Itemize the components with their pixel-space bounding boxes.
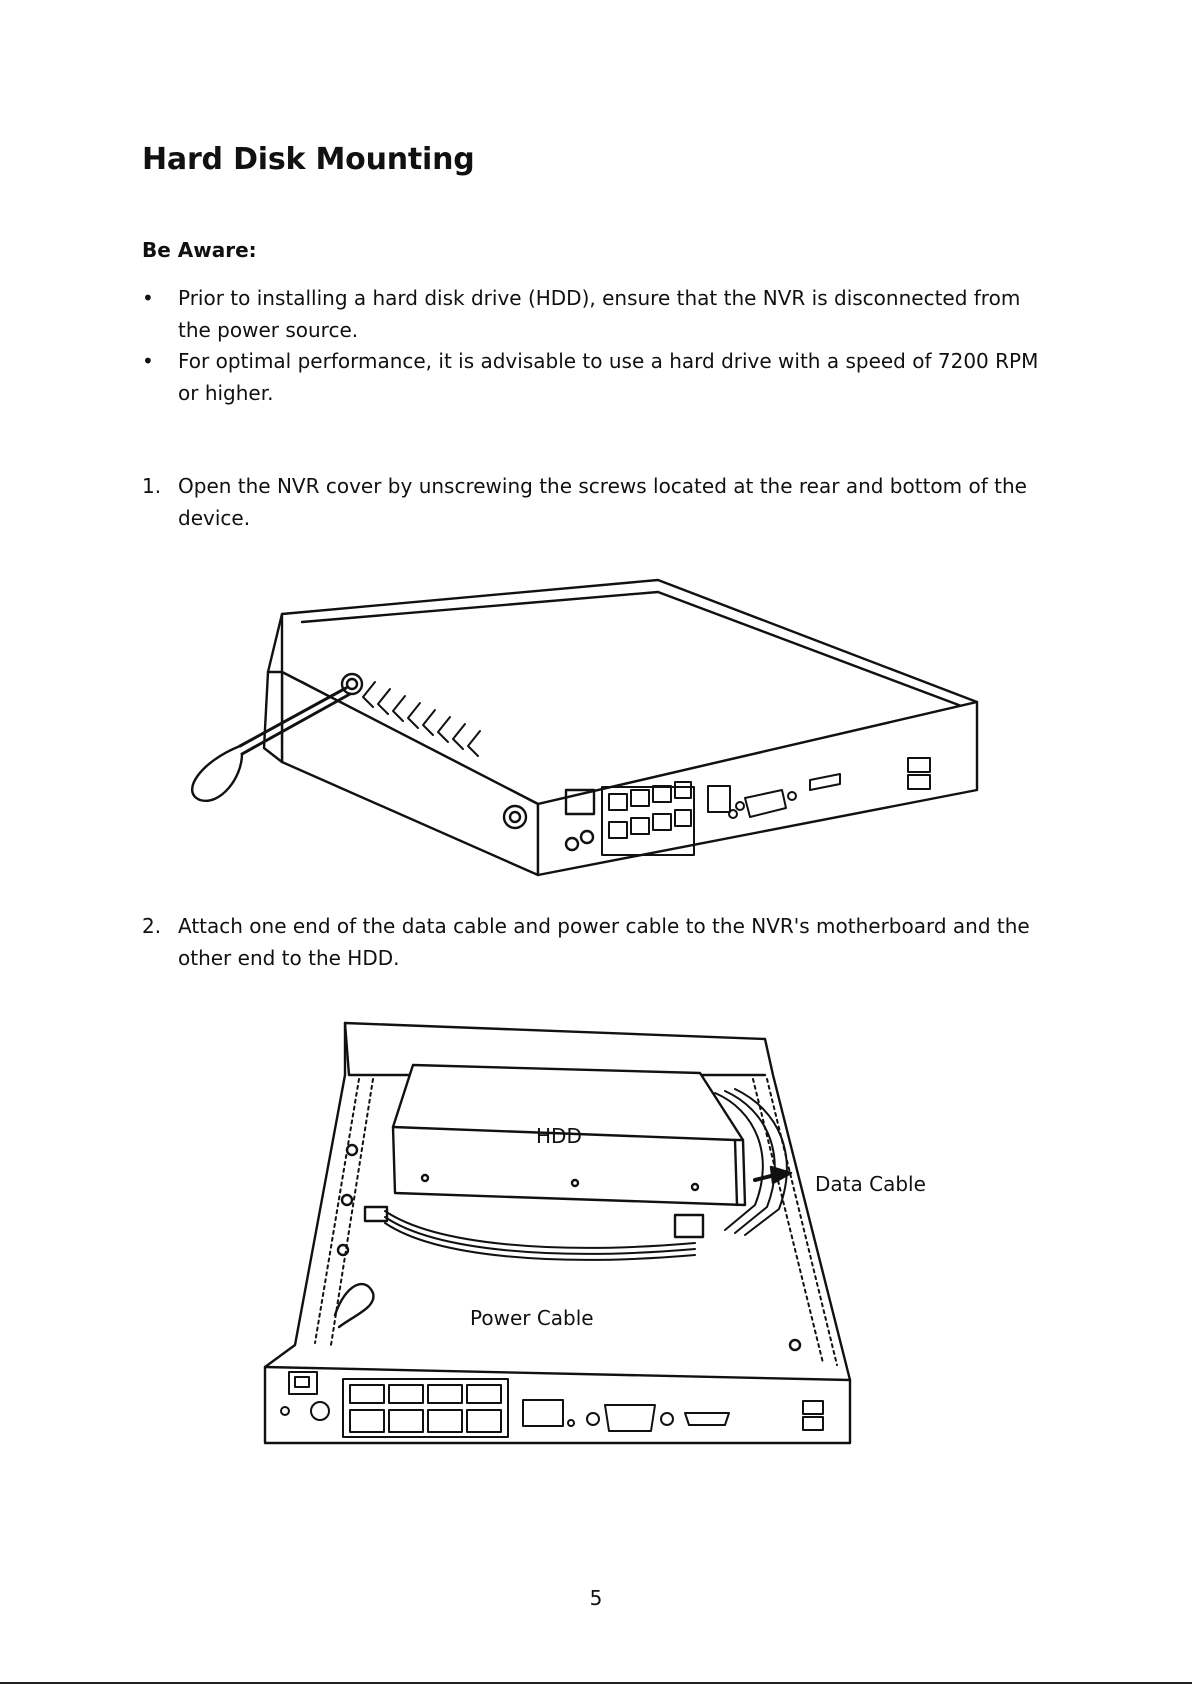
bullet-text: Prior to installing a hard disk drive (H… — [178, 286, 1021, 342]
bullet-text: For optimal performance, it is advisable… — [178, 349, 1039, 405]
page-title: Hard Disk Mounting — [142, 142, 475, 177]
bullet-item: • For optimal performance, it is advisab… — [142, 346, 1042, 409]
step-2: 2. Attach one end of the data cable and … — [142, 911, 1042, 974]
data-cable-label: Data Cable — [815, 1172, 926, 1196]
hdd-label: HDD — [536, 1124, 582, 1148]
step-number: 2. — [142, 914, 162, 938]
hdd-cable-connection-illustration — [263, 1021, 852, 1445]
step-text: Attach one end of the data cable and pow… — [178, 914, 1030, 970]
bullet-marker: • — [142, 286, 154, 310]
step-1: 1. Open the NVR cover by unscrewing the … — [142, 471, 1042, 534]
bullet-marker: • — [142, 349, 154, 373]
step-number: 1. — [142, 474, 162, 498]
nvr-cover-removal-illustration — [190, 578, 979, 877]
step-text: Open the NVR cover by unscrewing the scr… — [178, 474, 1027, 530]
be-aware-label: Be Aware: — [142, 238, 257, 262]
power-cable-label: Power Cable — [470, 1306, 594, 1330]
page-number: 5 — [589, 1586, 603, 1610]
aware-bullet-list: • Prior to installing a hard disk drive … — [142, 283, 1042, 409]
footer-rule — [0, 1682, 1192, 1684]
bullet-item: • Prior to installing a hard disk drive … — [142, 283, 1042, 346]
